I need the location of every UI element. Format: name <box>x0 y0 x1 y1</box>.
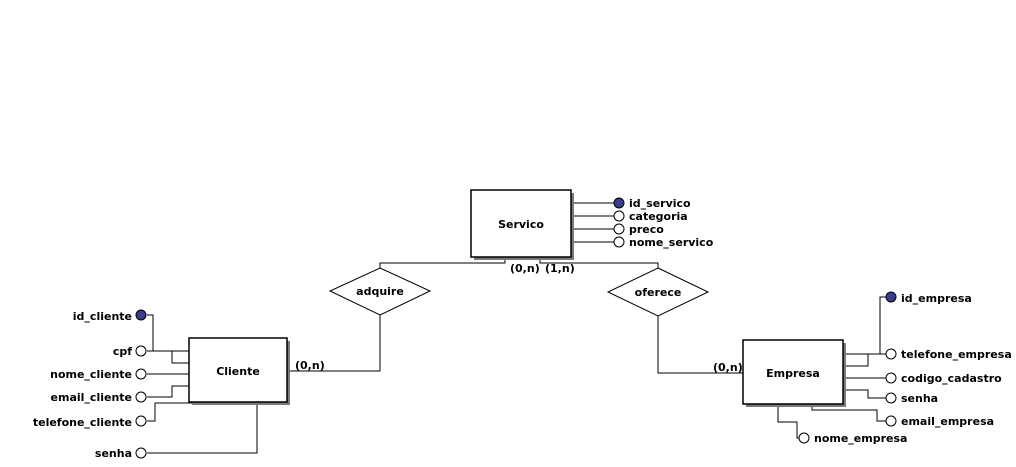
attribute-codigo-cadastro[interactable]: codigo_cadastro <box>885 372 1002 385</box>
entity-empresa[interactable]: Empresa <box>742 339 846 407</box>
attribute-label: nome_servico <box>629 236 714 249</box>
attribute-label: id_empresa <box>901 292 972 305</box>
entity-label-cliente: Cliente <box>216 365 260 378</box>
attr-line-cpf <box>147 350 189 364</box>
attribute-label: nome_cliente <box>50 368 132 381</box>
attribute-senha-cliente[interactable]: senha <box>95 447 147 460</box>
attribute-marker <box>885 372 897 384</box>
attr-line-id-cliente <box>147 314 189 352</box>
key-attribute-marker <box>135 309 147 321</box>
attribute-label: id_cliente <box>73 310 132 323</box>
attribute-marker <box>135 415 147 427</box>
attribute-email-empresa[interactable]: email_empresa <box>885 415 994 428</box>
entity-cliente[interactable]: Cliente <box>188 337 290 405</box>
key-attribute-marker <box>613 197 625 209</box>
relationship-label-adquire: adquire <box>356 285 404 298</box>
attribute-preco[interactable]: preco <box>613 223 664 236</box>
relationship-diamond <box>606 267 710 317</box>
attr-line-senha-empresa <box>845 389 891 399</box>
entity-box <box>470 189 572 258</box>
connector-servico-oferece <box>539 260 659 268</box>
attribute-label: id_servico <box>629 197 691 210</box>
attribute-cpf[interactable]: cpf <box>113 345 147 358</box>
attribute-marker <box>135 368 147 380</box>
attribute-label: codigo_cadastro <box>901 372 1002 385</box>
attribute-id-cliente[interactable]: id_cliente <box>73 309 147 323</box>
attribute-id-empresa[interactable]: id_empresa <box>885 291 972 305</box>
cardinality-servico-adquire: (0,n) <box>510 262 540 275</box>
attributes-servico: id_servico categoria preco nome_servico <box>613 197 714 249</box>
relationship-oferece[interactable]: oferece <box>606 267 710 317</box>
attribute-telefone-empresa[interactable]: telefone_empresa <box>885 348 1012 361</box>
attr-line-email-empresa <box>811 404 891 422</box>
attribute-email-cliente[interactable]: email_cliente <box>51 391 147 404</box>
attr-line-telefone-empresa <box>845 353 891 367</box>
attribute-label: preco <box>629 223 664 236</box>
attribute-marker <box>798 432 810 444</box>
attribute-marker <box>885 348 897 360</box>
entity-servico[interactable]: Servico <box>470 189 574 260</box>
attribute-categoria[interactable]: categoria <box>613 210 688 223</box>
entity-box <box>188 337 288 403</box>
attr-line-nome-empresa <box>777 404 804 439</box>
attribute-marker <box>135 345 147 357</box>
attribute-telefone-cliente[interactable]: telefone_cliente <box>33 415 147 429</box>
attribute-marker <box>885 415 897 427</box>
connector-lines <box>147 202 891 454</box>
attribute-label: telefone_empresa <box>901 348 1012 361</box>
attribute-marker <box>613 236 625 248</box>
attribute-marker <box>885 392 897 404</box>
attribute-label: telefone_cliente <box>33 416 132 429</box>
attribute-marker <box>135 447 147 459</box>
attribute-nome-cliente[interactable]: nome_cliente <box>50 368 147 381</box>
entity-label-servico: Servico <box>498 218 544 231</box>
entity-label-empresa: Empresa <box>766 367 820 380</box>
cardinality-cliente-adquire: (0,n) <box>295 359 325 372</box>
attribute-marker <box>135 391 147 403</box>
attribute-marker <box>613 223 625 235</box>
relationship-diamond <box>328 267 432 316</box>
connector-oferece-empresa <box>657 316 743 374</box>
attribute-label: nome_empresa <box>814 432 907 445</box>
connector-adquire-cliente <box>288 315 381 372</box>
attribute-id-servico[interactable]: id_servico <box>613 197 691 210</box>
cardinality-empresa-oferece: (0,n) <box>713 361 743 374</box>
attribute-label: cpf <box>113 345 132 358</box>
cardinality-labels: (0,n) (1,n) (0,n) (0,n) <box>295 262 743 374</box>
attr-line-senha-cliente <box>147 403 258 454</box>
relationship-adquire[interactable]: adquire <box>328 267 432 316</box>
attribute-nome-servico[interactable]: nome_servico <box>613 236 714 249</box>
connector-servico-adquire <box>379 260 506 268</box>
attribute-marker <box>613 210 625 222</box>
attr-line-id-empresa <box>845 296 891 355</box>
attributes-empresa: id_empresa telefone_empresa codigo_cadas… <box>798 291 1012 445</box>
entity-box <box>742 339 844 405</box>
attr-line-email-cliente <box>147 385 189 398</box>
relationship-label-oferece: oferece <box>635 286 682 299</box>
attribute-label: senha <box>95 447 132 460</box>
attribute-senha-empresa[interactable]: senha <box>885 392 938 405</box>
attribute-label: senha <box>901 392 938 405</box>
cardinality-servico-oferece: (1,n) <box>545 262 575 275</box>
attributes-cliente: id_cliente cpf nome_cliente email_client… <box>33 309 147 460</box>
attribute-label: email_cliente <box>51 391 132 404</box>
attr-line-telefone-cliente <box>147 402 200 422</box>
attribute-nome-empresa[interactable]: nome_empresa <box>798 432 907 445</box>
key-attribute-marker <box>885 291 897 303</box>
attribute-label: categoria <box>629 210 688 223</box>
attribute-label: email_empresa <box>901 415 994 428</box>
